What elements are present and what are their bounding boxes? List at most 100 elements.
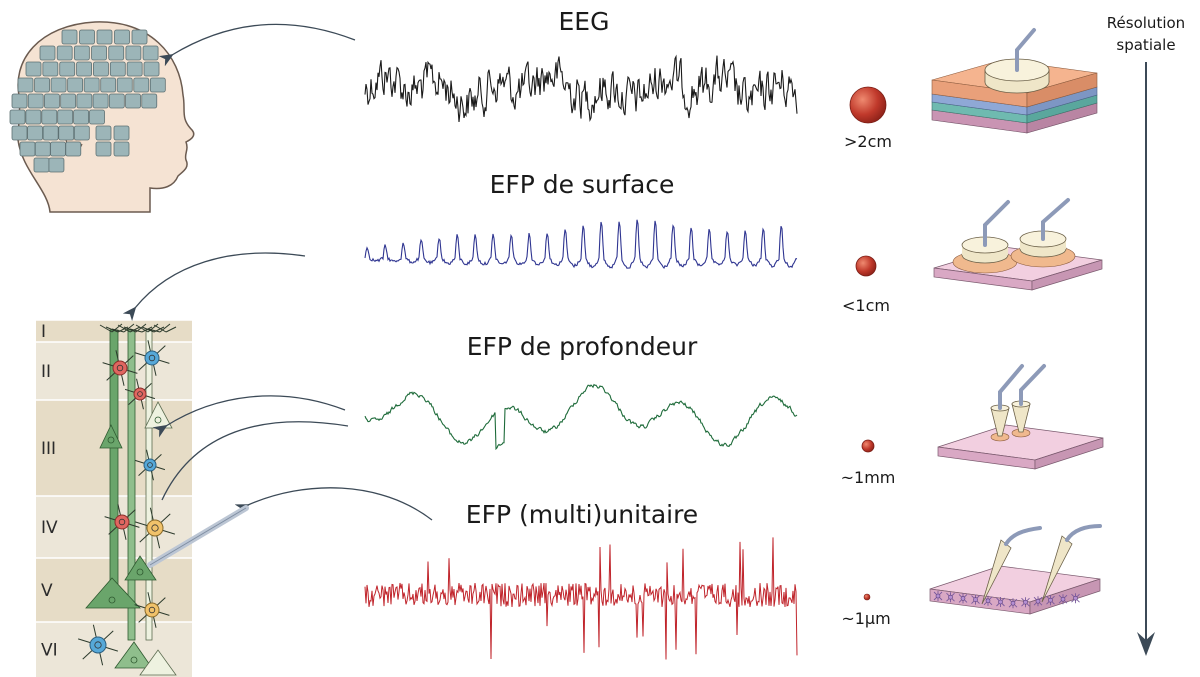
interneuron-nucleus [116,364,124,372]
signal-title-surface: EFP de surface [490,170,675,199]
soma-nucleus [130,656,138,664]
resolution-arrowhead [1137,632,1155,656]
eeg-electrode [33,157,50,173]
interneuron [89,636,107,654]
eeg-electrode [57,109,74,125]
eeg-electrode [19,141,36,157]
soma-nucleus [107,436,115,444]
resolution-label-line2: spatiale [1116,36,1175,54]
scalp-electrode-illustration [931,28,1098,134]
pyramidal-neuron [114,641,153,669]
interneuron [133,387,147,401]
depth-lfp-trace [364,383,798,451]
eeg-electrode [95,141,112,157]
tiny-neuron [1008,598,1018,609]
eeg-electrode [91,45,107,61]
eeg-trace [364,54,798,123]
interneuron-nucleus [151,524,159,532]
apical-dendrite [127,329,136,641]
eeg-electrode [125,45,142,61]
scale-label-eeg: >2cm [844,132,892,151]
tiny-neuron [1058,594,1068,605]
tiny-neuron [946,592,955,603]
dendrite [129,328,143,333]
spatial-resolution-axis: Résolution spatiale [1107,14,1185,656]
scale-dot-unit [863,593,871,601]
eeg-electrode [141,93,158,109]
eeg-electrode [116,77,133,93]
microelectrode-shaft-edge [149,507,247,566]
arrow-eeg-to-head [158,23,356,67]
cortex-layer-label: VI [41,641,58,661]
tiny-neuron-row [933,591,1080,609]
eeg-electrode [11,93,28,109]
depth-electrodes-illustration [937,364,1104,470]
electrode-wire [1015,28,1036,72]
tiny-neuron [958,593,968,604]
arrow-unit-to-cortex [234,487,433,521]
interneuron [112,360,128,376]
cortex-layer-label: III [41,439,56,459]
scale-label-unit: ~1µm [841,609,890,628]
signal-traces: EEG EFP de surface EFP de profondeur EFP… [364,7,798,660]
signal-title-depth: EFP de profondeur [467,332,698,361]
eeg-electrode [50,141,66,157]
arrow-depth-to-cortex [152,395,346,438]
eeg-electrode [39,45,56,61]
eeg-electrode [60,93,77,109]
scale-dot-eeg [849,86,887,124]
tiny-neuron [1046,595,1055,606]
dendrite [129,326,141,333]
cortex-neurons [77,323,177,676]
eeg-electrode [65,141,82,157]
eeg-electrode [61,29,78,45]
eeg-electrode [42,61,59,77]
wire-left [983,200,1010,247]
slab-side-r [1031,259,1103,291]
dendrite [111,328,125,333]
wire-left [998,364,1024,410]
pyramidal-neuron [99,424,123,449]
interneuron [146,519,164,537]
eeg-electrode [142,45,159,61]
eeg-electrode [113,141,130,157]
interneuron [143,458,157,472]
eeg-electrode [73,125,90,141]
slab-side-r [1034,437,1104,470]
tiny-neuron [996,597,1005,607]
eeg-electrode [83,77,100,93]
eeg-electrode [59,61,76,77]
interneuron-nucleus [94,641,102,649]
eeg-electrode [114,29,130,45]
scale-label-depth: ~1mm [841,468,896,487]
soma-nucleus [154,416,162,424]
interneuron [114,514,130,530]
interneuron-nucleus [118,518,126,526]
surface-electrodes-illustration [933,198,1103,291]
eeg-electrode [93,61,109,77]
tiny-neuron [933,591,943,601]
interneuron-nucleus [148,354,156,362]
tiny-neuron [971,594,980,605]
tiny-neuron [1021,597,1030,608]
eeg-electrode [44,93,60,109]
eeg-electrode [149,77,166,93]
cortex-layer-label: I [41,322,46,342]
pyramidal-neuron [124,555,157,581]
eeg-electrode [25,109,42,125]
eeg-electrode [100,77,117,93]
surface-lfp-trace [364,219,798,270]
dendrite [117,324,131,333]
arrow-depth-to-cortex-2 [161,421,349,501]
scale-dot-depth [861,439,875,453]
tiny-neuron [1071,593,1080,604]
eeg-electrode [27,125,43,141]
slab-side-r [1029,578,1101,615]
eeg-electrode [58,125,75,141]
eeg-electrode [42,125,59,141]
spatial-scale-markers: >2cm <1cm ~1mm ~1µm [841,86,896,628]
eeg-electrode [25,61,42,77]
wire-right [1019,364,1046,406]
